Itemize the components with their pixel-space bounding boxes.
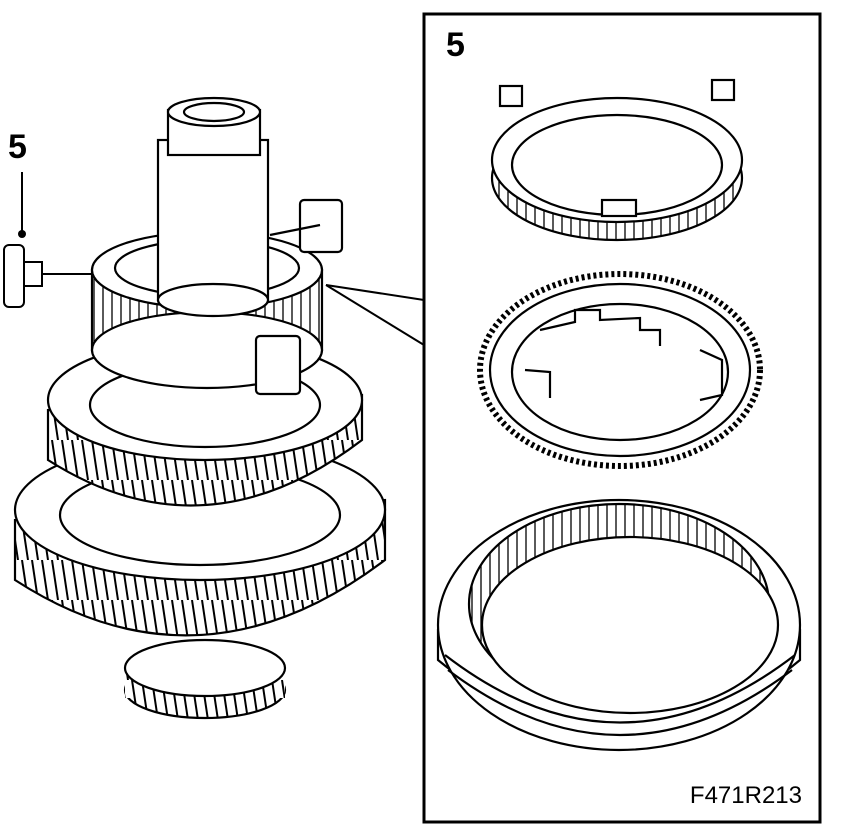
callout-pin-leader <box>18 172 26 238</box>
toothed-synchro-ring <box>477 271 763 469</box>
callout-label-panel: 5 <box>446 26 465 64</box>
gearshaft-assembly <box>13 96 387 720</box>
blocker-ring <box>490 78 744 242</box>
detail-panel-frame <box>422 12 822 824</box>
leader-wedge <box>325 284 425 346</box>
synchro-pin <box>3 244 94 308</box>
figure-code: F471R213 <box>689 782 802 809</box>
callout-label-pin: 5 <box>8 128 27 166</box>
synchro-sleeve <box>436 498 802 752</box>
